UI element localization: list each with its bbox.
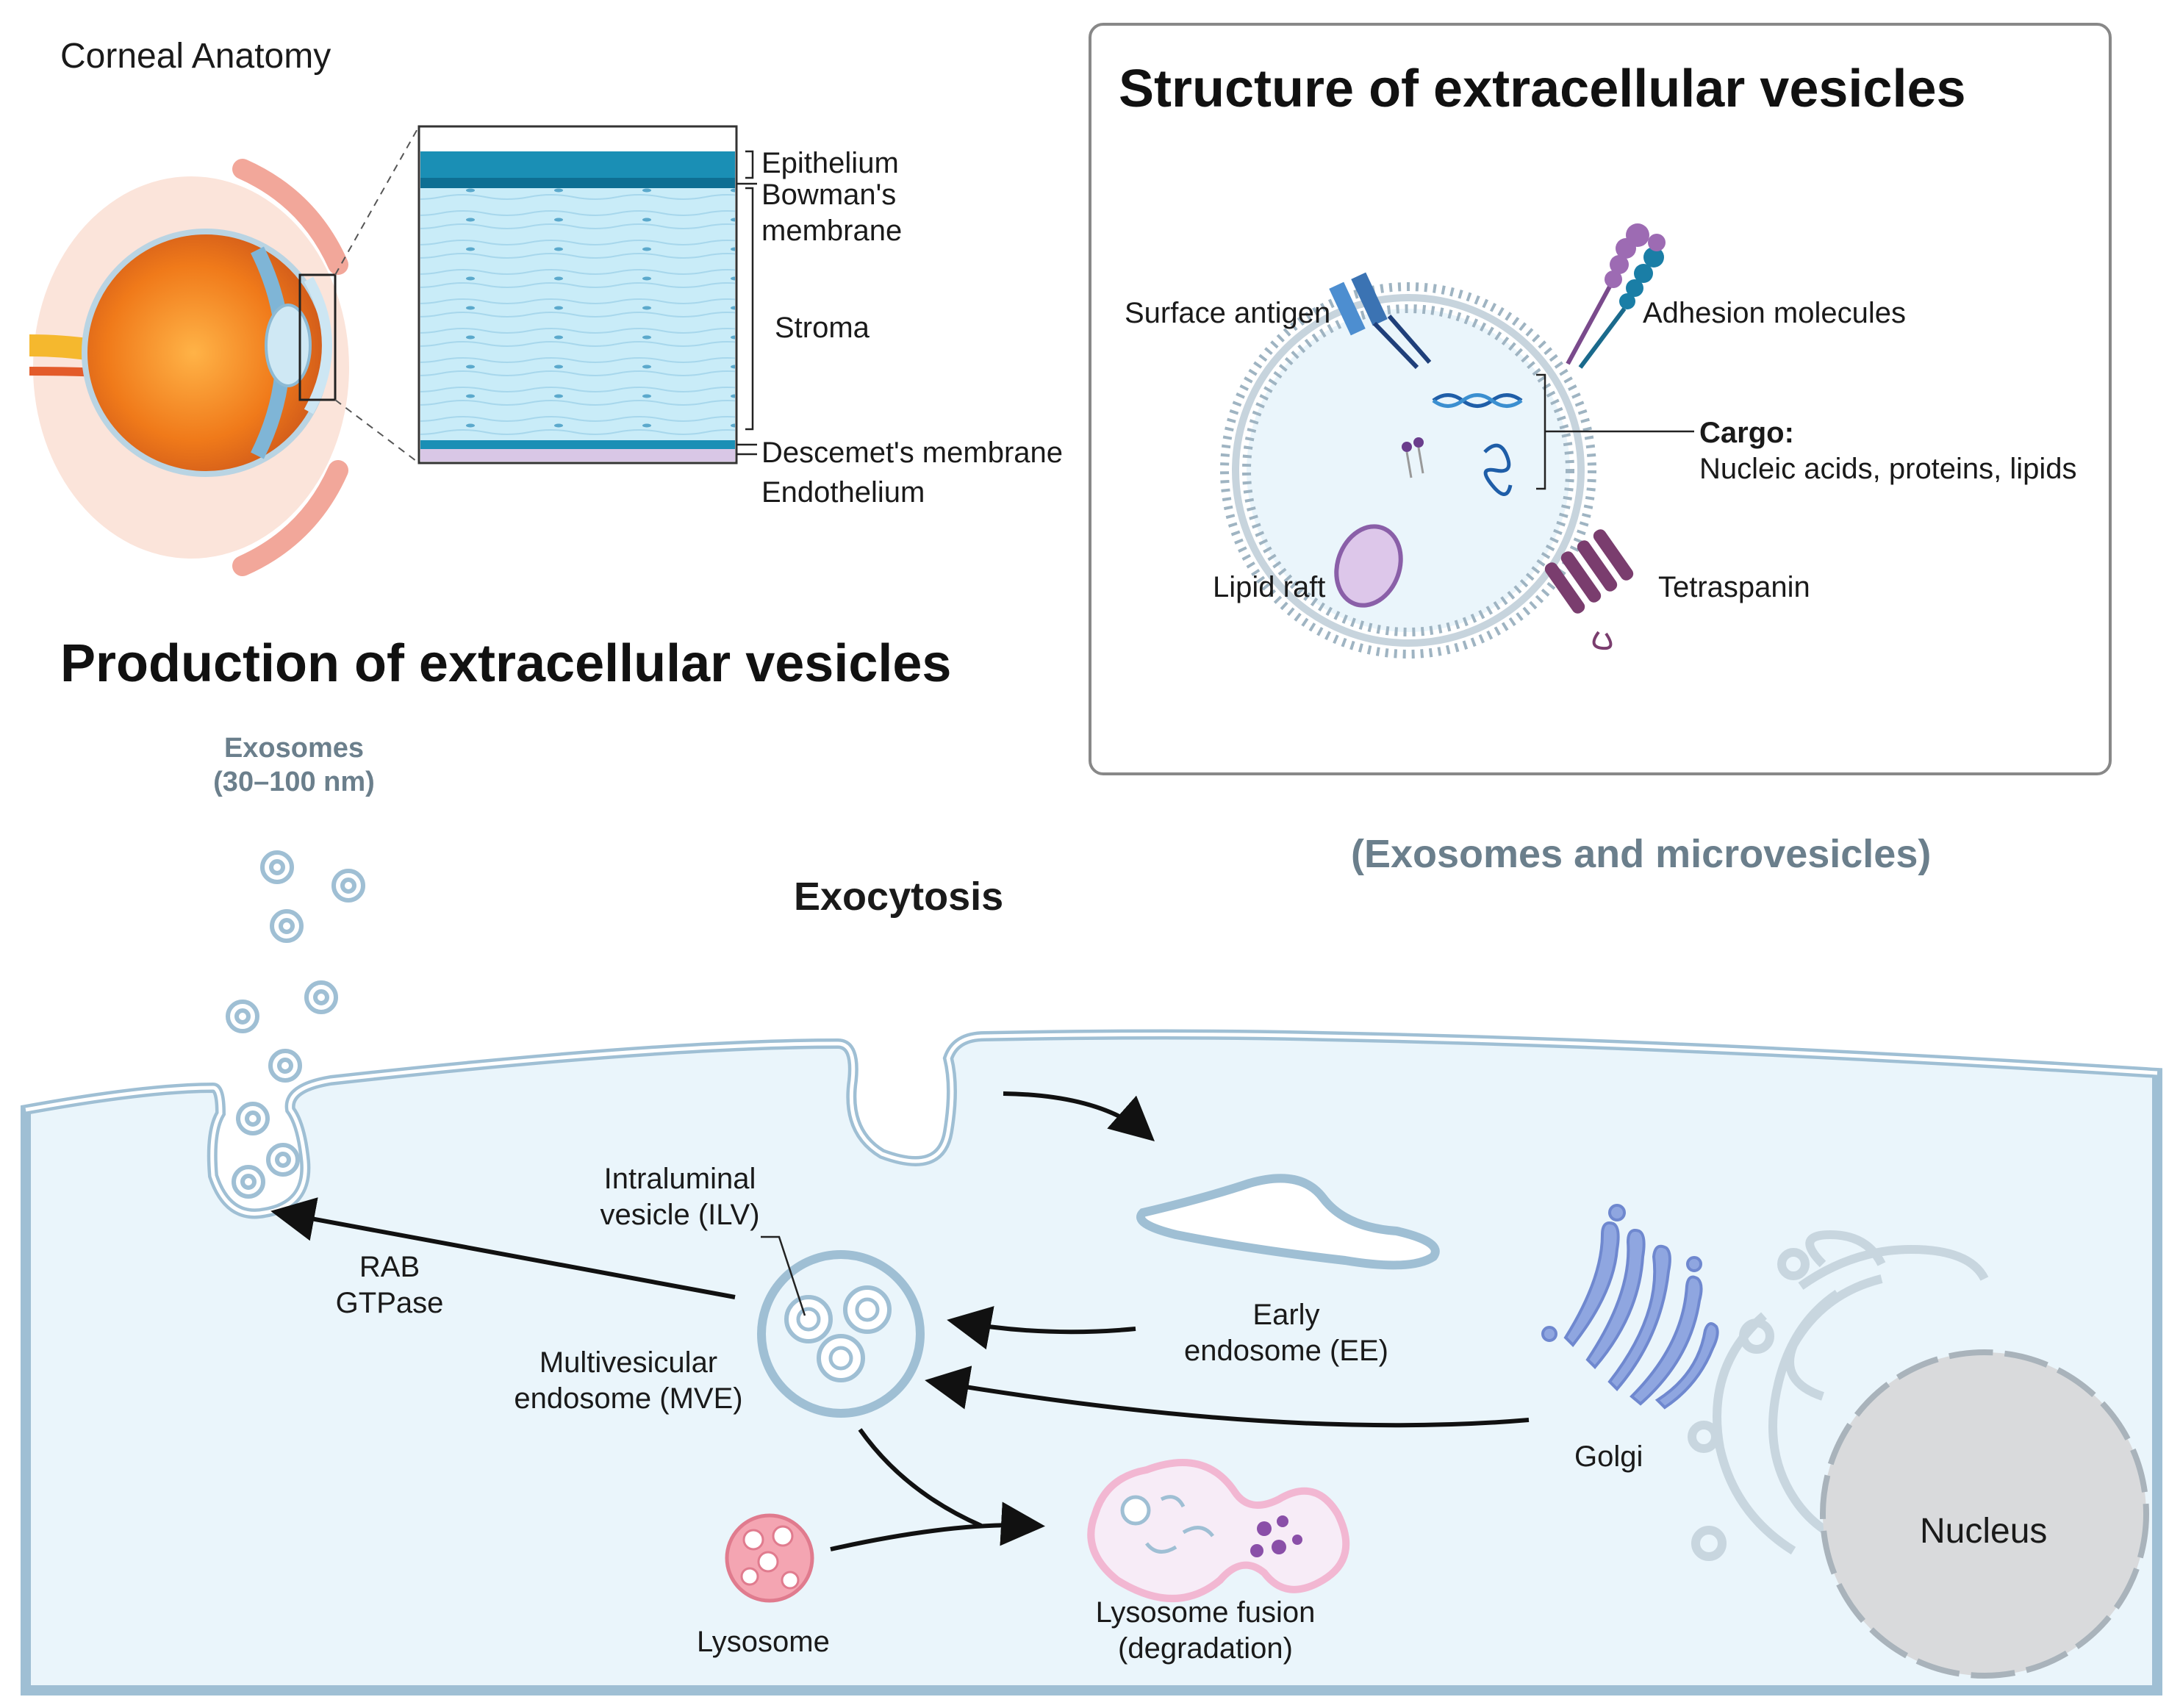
label-surface-antigen: Surface antigen — [1125, 297, 1331, 329]
label-exocytosis: Exocytosis — [794, 875, 1004, 919]
golgi-to-mve-arrow — [925, 1366, 1530, 1428]
eye-illustration — [29, 159, 349, 576]
label-descemets-membrane: Descemet's membrane — [761, 437, 1063, 469]
label-bowmans-membrane: Bowman's membrane — [761, 179, 903, 247]
label-golgi: Golgi — [1574, 1440, 1643, 1473]
ee-to-mve-arrow — [947, 1306, 1136, 1350]
label-early-endosome: Early endosome (EE) — [1184, 1299, 1388, 1367]
endocytosis-arrow — [1003, 1091, 1155, 1141]
structure-subtitle: (Exosomes and microvesicles) — [1351, 832, 1932, 876]
label-lysosome: Lysosome — [697, 1626, 830, 1658]
nucleus-shape — [1820, 1349, 2149, 1679]
label-multivesicular-endosome: Multivesicular endosome (MVE) — [514, 1346, 743, 1415]
label-lysosome-fusion: Lysosome fusion (degradation) — [1095, 1596, 1316, 1665]
label-epithelium: Epithelium — [761, 147, 899, 179]
label-tetraspanin: Tetraspanin — [1658, 571, 1810, 603]
lipid-raft-icon — [1334, 524, 1403, 608]
label-stroma: Stroma — [775, 312, 870, 344]
surface-antigen-icon — [1329, 272, 1432, 370]
corneal-anatomy-title: Corneal Anatomy — [60, 37, 331, 76]
early-endosome-shape — [1136, 1174, 1440, 1270]
cell — [21, 1029, 2162, 1696]
lysosome-fusion-shape — [1087, 1459, 1350, 1602]
lysosome-shape — [725, 1513, 814, 1603]
structure-title: Structure of extracellular vesicles — [1119, 60, 1966, 118]
tetraspanin-icon — [1544, 529, 1634, 650]
label-nucleus: Nucleus — [1920, 1512, 2048, 1551]
label-lipid-raft: Lipid raft — [1213, 571, 1326, 603]
layer-brackets — [736, 150, 757, 456]
lysosome-to-fusion-arrow — [830, 1501, 1045, 1551]
label-intraluminal-vesicle: Intraluminal vesicle (ILV) — [600, 1163, 760, 1231]
extracellular-vesicle — [1220, 282, 1596, 659]
cargo-icons — [1402, 393, 1523, 496]
label-cargo-text: Nucleic acids, proteins, lipids — [1699, 453, 2077, 485]
released-exosomes — [226, 850, 365, 1199]
label-adhesion-molecules: Adhesion molecules — [1643, 297, 1906, 329]
mve-to-membrane-arrow — [270, 1197, 736, 1299]
endoplasmic-reticulum — [1688, 1230, 1989, 1561]
label-endothelium: Endothelium — [761, 476, 925, 509]
label-rab-gtpase: RAB GTPase — [335, 1251, 444, 1319]
label-cargo-title: Cargo: — [1699, 417, 1794, 449]
adhesion-molecules-icon — [1566, 223, 1666, 369]
golgi-shape — [1541, 1204, 1719, 1410]
label-exosomes: Exosomes (30–100 nm) — [213, 733, 375, 798]
multivesicular-endosome — [757, 1250, 925, 1418]
mve-to-fusion-arrow — [858, 1428, 983, 1528]
structure-panel — [1089, 23, 2112, 775]
pathway-arrows — [270, 1091, 1530, 1551]
production-title: Production of extracellular vesicles — [60, 634, 952, 693]
cornea-cross-section — [417, 125, 738, 464]
